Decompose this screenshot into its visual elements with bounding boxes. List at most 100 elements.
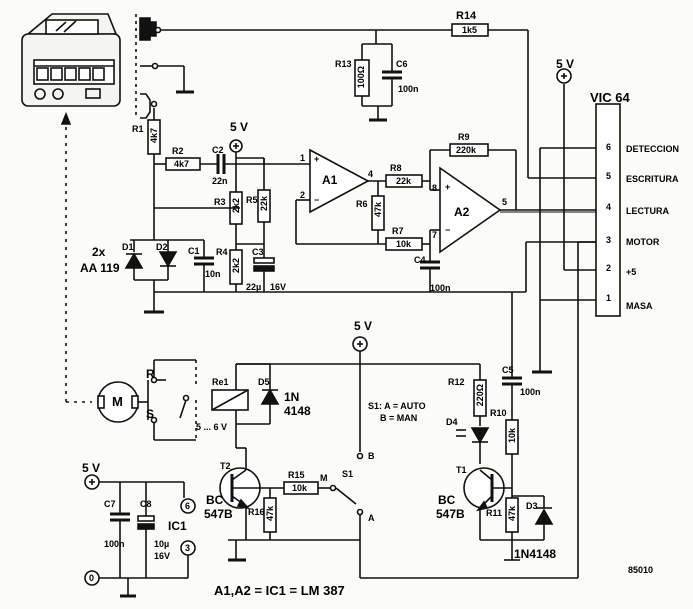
re1-voltage: 5 ... 6 V [196,422,228,432]
r13-ref: R13 [335,59,352,69]
r13-value: 100Ω [356,66,366,89]
r6-ref: R6 [356,199,368,209]
a2-label: A2 [454,205,470,219]
a2-plus-sign: + [445,182,451,192]
v5-vic-label: 5 V [556,57,575,71]
r16-ref: R16 [248,507,265,517]
ic1-pin-top: 6 [185,501,191,511]
a2-pin-out: 5 [502,197,508,207]
t1-type-1: BC [438,493,456,507]
switch-note-2: B = MAN [380,413,418,423]
d4-ref: D4 [446,417,458,427]
r9-ref: R9 [458,132,470,142]
r15-value: 10k [292,483,308,493]
vic-pin-2-num: 2 [606,263,612,273]
v5-bottom-label: 5 V [82,461,101,475]
c1-value: 10n [205,269,221,279]
r14-value: 1k5 [462,25,478,35]
r4-ref: R4 [216,247,228,257]
vic-pin-3-num: 3 [606,235,612,245]
c4-ref: C4 [414,255,426,265]
vic-pin-2-label: +5 [626,267,637,277]
c6-ref: C6 [396,59,408,69]
vic-pin-5-num: 5 [606,171,612,181]
d5-type-1: 1N [284,390,300,404]
figure-code: 85010 [628,565,654,575]
vic-pin-4-num: 4 [606,202,612,212]
ground-label: 0 [89,573,95,583]
r14-ref: R14 [456,10,477,22]
footer-equivalence: A1,A2 = IC1 = LM 387 [214,583,345,598]
a2-minus-sign: − [445,225,451,235]
r1-value: 4k7 [149,128,159,144]
audio-plugs [135,14,162,119]
contact-r: R [146,367,155,381]
s1-ref: S1 [342,469,354,479]
c3-voltage: 16V [270,282,287,292]
r11-ref: R11 [486,508,503,518]
c5-ref: C5 [502,365,514,375]
motor-ref: M [112,394,123,409]
t1-type-2: 547B [436,507,465,521]
a1-pin-plus: 1 [300,153,306,163]
switch-note-1: S1: A = AUTO [368,401,426,411]
d3-type: 1N4148 [514,547,557,561]
s1-pos-b: B [368,451,375,461]
c2-ref: C2 [212,145,224,155]
s1-pos-a: A [368,513,375,523]
r7-ref: R7 [392,226,404,236]
a1-minus-sign: − [314,195,320,205]
r5-value: 22k [259,196,269,212]
r3-value: 2k2 [231,198,241,214]
cassette-recorder-icon [21,13,121,107]
r4-value: 2k2 [231,258,241,274]
r2-value: 4k7 [174,159,190,169]
diodes-count: 2x [92,245,106,259]
d5-ref: D5 [258,377,270,387]
a2-pin-plus: 8 [432,183,438,193]
a1-pin-out: 4 [368,169,374,179]
r9-value: 220k [456,145,477,155]
c3-ref: C3 [252,247,264,257]
d1-ref: D1 [122,242,134,252]
s1-pos-m: M [320,473,328,483]
a1-label: A1 [322,173,338,187]
r10-ref: R10 [490,408,507,418]
c8-ref: C8 [140,499,152,509]
c5-value: 100n [520,387,541,397]
t2-type-1: BC [206,493,224,507]
ic1-ref: IC1 [168,519,187,533]
d5-type-2: 4148 [284,404,311,418]
vic-pin-3-label: MOTOR [626,237,660,247]
c2-value: 22n [212,176,228,186]
r3-ref: R3 [214,197,226,207]
r12-ref: R12 [448,377,465,387]
contact-s: S [146,407,155,421]
c7-ref: C7 [104,499,116,509]
c7-value: 100n [104,539,125,549]
v5-centre-label: 5 V [354,319,373,333]
vic-pin-5-label: ESCRITURA [626,174,679,184]
c6-value: 100n [398,84,419,94]
vic-pin-6-label: DETECCION [626,144,680,154]
r15-ref: R15 [288,470,305,480]
c1-ref: C1 [188,246,200,256]
vic-pin-1-num: 1 [606,293,612,303]
a1-pin-minus: 2 [300,190,306,200]
t1-ref: T1 [456,465,467,475]
d3-ref: D3 [526,501,538,511]
r1-ref: R1 [132,124,144,134]
vic64-connector-box [595,103,621,317]
vic-pin-1-label: MASA [626,301,653,311]
r16-value: 47k [265,506,275,522]
r10-value: 10k [507,428,517,444]
c8-voltage: 16V [154,551,171,561]
c8-value: 10µ [154,539,170,549]
c4-value: 100n [430,283,451,293]
r7-value: 10k [396,239,412,249]
r8-value: 22k [396,176,412,186]
t2-type-2: 547B [204,507,233,521]
vic-pin-4-label: LECTURA [626,206,669,216]
